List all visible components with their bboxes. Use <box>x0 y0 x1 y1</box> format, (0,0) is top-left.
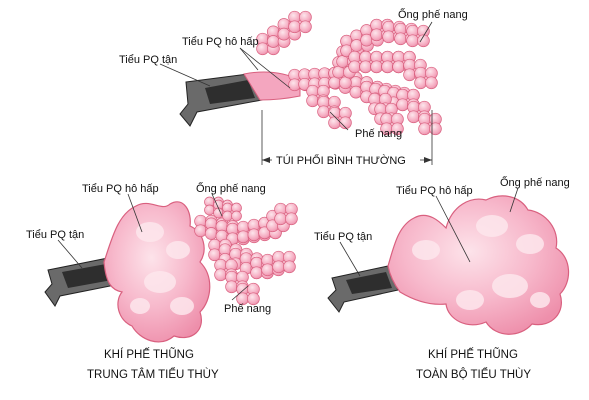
normal-acinus <box>179 10 442 136</box>
alveolus <box>382 30 395 44</box>
alveolus <box>339 116 352 130</box>
labels: Ống phế nang Tiểu PQ hô hấp Tiểu PQ tận … <box>26 7 570 381</box>
alveolus <box>336 55 349 68</box>
panlobular-emphysema <box>327 195 570 335</box>
alveolus <box>417 34 430 48</box>
alveolus <box>250 266 263 280</box>
airspace <box>136 222 164 242</box>
alveolus <box>236 230 250 244</box>
alveolus <box>213 207 224 219</box>
caption-panlobular-line1: KHÍ PHẾ THŨNG <box>428 348 518 361</box>
caption-centrilobular-line1: KHÍ PHẾ THŨNG <box>104 348 194 361</box>
alveolus <box>194 224 207 238</box>
alveolus <box>359 60 372 74</box>
alveolus <box>283 260 296 274</box>
label-terminal-bronchiole-left: Tiểu PQ tận <box>26 229 84 241</box>
alveolus <box>392 60 405 74</box>
airspace <box>166 241 190 259</box>
emphysema-spaces-left <box>130 222 194 315</box>
airspace <box>530 292 550 308</box>
alveolus <box>272 260 285 274</box>
terminal-bronchiole-left <box>44 257 121 307</box>
alveolus <box>348 60 361 74</box>
caption-centrilobular-line2: TRUNG TÂM TIỂU THÙY <box>87 368 219 381</box>
alveolus <box>425 76 438 90</box>
caption-panlobular-line2: TOÀN BỘ TIỂU THÙY <box>416 368 531 381</box>
alveolar-clusters-top <box>256 10 442 136</box>
alveolus <box>274 212 287 226</box>
alveolus <box>225 280 238 294</box>
airspace <box>456 290 484 310</box>
label-alveolar-duct-top: Ống phế nang <box>398 7 468 21</box>
airspace <box>144 271 176 293</box>
caption-normal: TÚI PHỔI BÌNH THƯỜNG <box>276 154 406 167</box>
alveolus <box>231 210 242 222</box>
alveolus <box>429 122 442 136</box>
alveolus <box>328 116 341 130</box>
alveolus <box>204 227 218 240</box>
alveolus <box>370 28 383 42</box>
label-terminal-bronchiole-top: Tiểu PQ tận <box>119 54 177 66</box>
label-alveolar-duct-right: Ống phế nang <box>500 175 570 189</box>
alveolus <box>247 228 261 242</box>
centrilobular-emphysema <box>44 196 298 343</box>
alveolus <box>339 76 352 90</box>
alveolus <box>406 34 419 48</box>
alveolus <box>394 32 407 46</box>
alveolus <box>328 76 341 90</box>
label-respiratory-bronchiole-right: Tiểu PQ hô hấp <box>396 185 473 197</box>
panlobular-mass <box>387 195 570 335</box>
alveolus <box>285 212 298 226</box>
alveolus <box>370 60 383 74</box>
alveolus <box>222 210 233 222</box>
alveolus <box>288 20 301 34</box>
label-respiratory-bronchiole-top: Tiểu PQ hô hấp <box>182 36 259 48</box>
alveolus <box>414 76 427 90</box>
alveolus <box>396 98 409 112</box>
alveolar-clusters-left <box>194 196 298 306</box>
alveolus <box>391 122 404 136</box>
label-alveolar-duct-left: Ống phế nang <box>196 181 266 195</box>
pointer-lines <box>57 21 519 301</box>
alveolus <box>247 292 260 306</box>
terminal-bronchiole-top <box>179 71 301 127</box>
alveolus <box>261 263 274 277</box>
alveolus <box>266 35 280 48</box>
airspace <box>492 274 528 298</box>
alveolus <box>306 94 319 108</box>
alveolus <box>332 65 345 79</box>
airspace <box>476 215 508 237</box>
label-alveoli-left: Phế nang <box>224 303 271 315</box>
alveolus <box>317 105 330 119</box>
emphysema-spaces-right <box>412 215 550 310</box>
alveolus <box>407 110 420 124</box>
airspace <box>412 240 440 260</box>
label-alveoli-top: Phế nang <box>355 128 402 140</box>
alveolus <box>214 268 227 282</box>
alveolus <box>381 60 394 74</box>
alveolus <box>418 122 431 136</box>
alveolus <box>299 20 312 34</box>
airspace <box>170 297 194 315</box>
alveolus <box>403 68 416 82</box>
label-terminal-bronchiole-right: Tiểu PQ tận <box>314 231 372 243</box>
airspace <box>516 234 544 254</box>
alveolus <box>277 27 291 41</box>
alveolus <box>349 85 363 99</box>
label-respiratory-bronchiole-left: Tiểu PQ hô hấp <box>82 183 159 195</box>
terminal-bronchiole-right <box>327 265 399 313</box>
alveolus <box>204 204 215 216</box>
airspace <box>130 298 150 314</box>
